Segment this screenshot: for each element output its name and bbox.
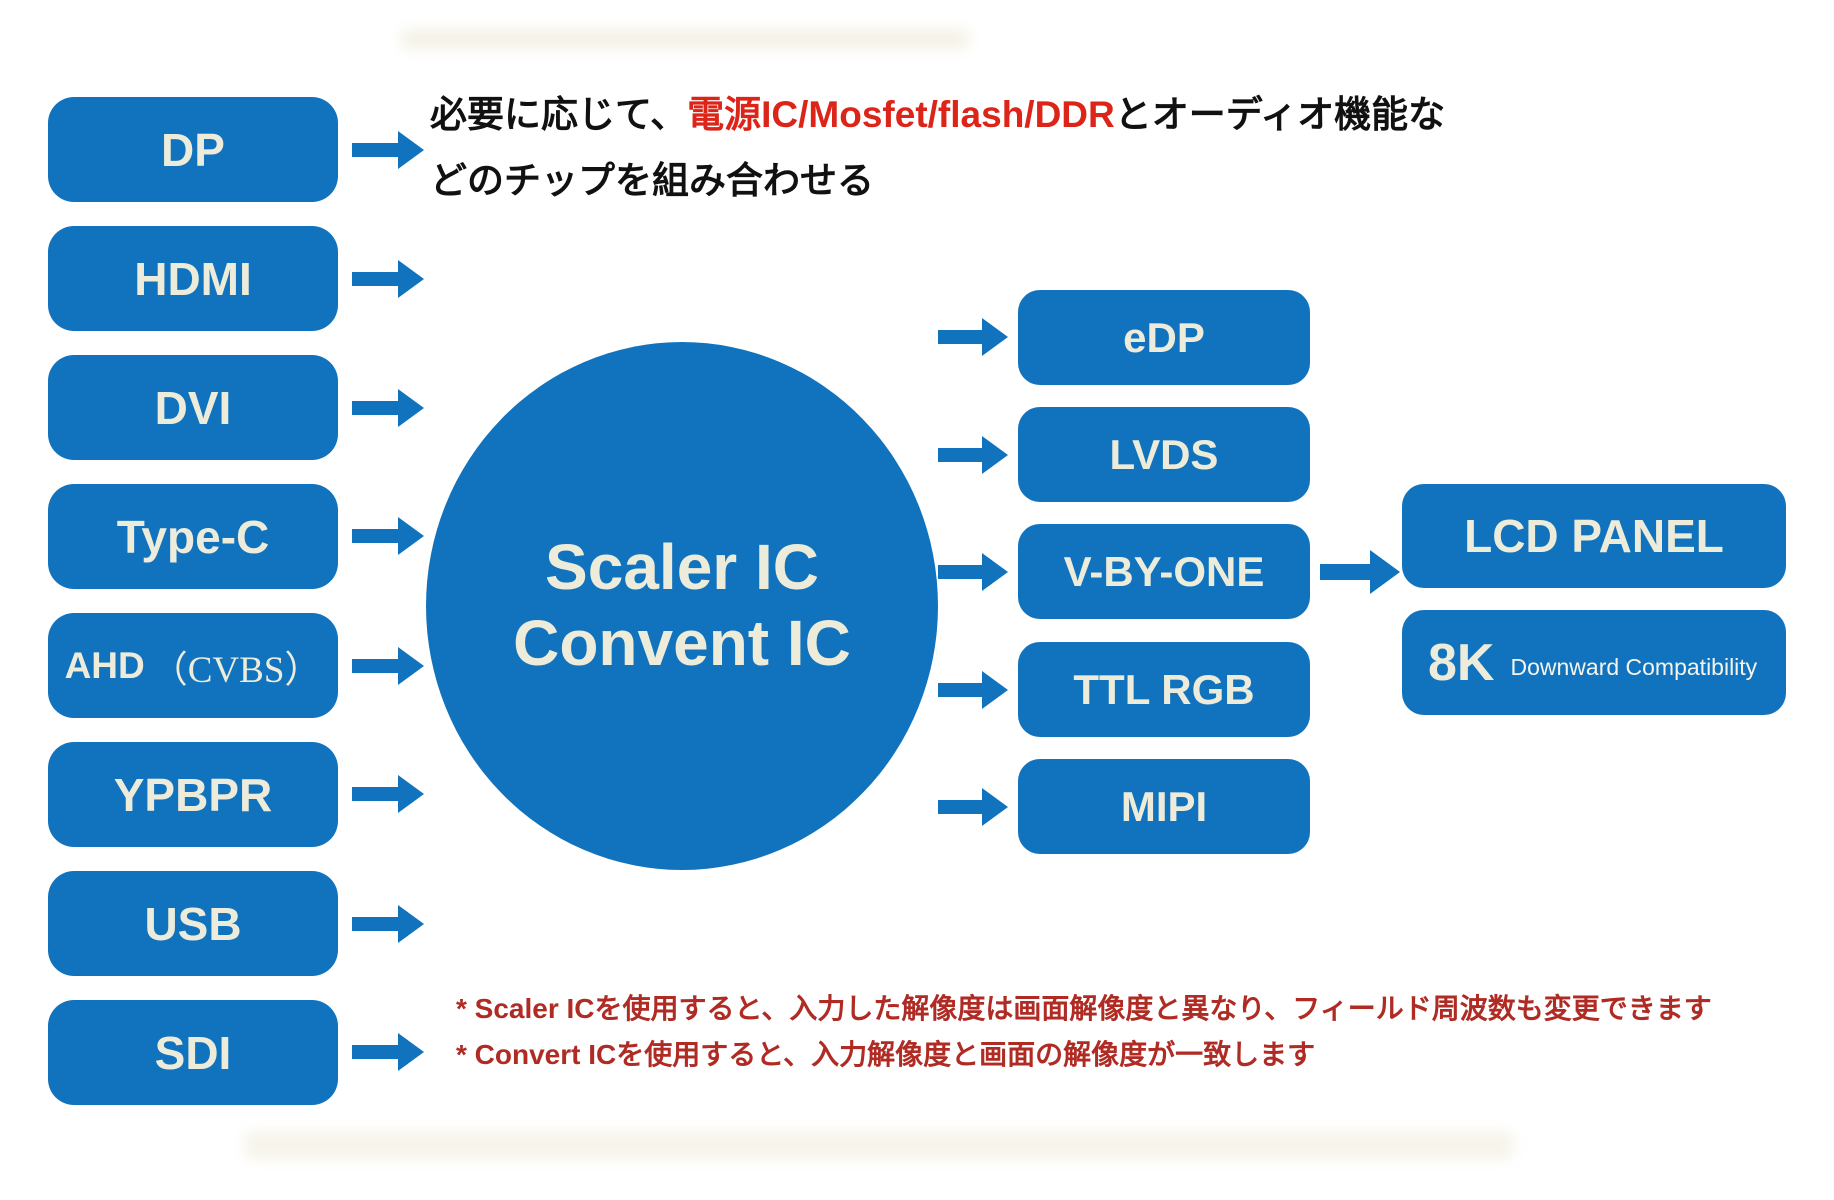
top-note-line2: どのチップを組み合わせる (430, 160, 874, 201)
top-note-black1: 必要に応じて、 (430, 94, 688, 135)
input-label: DVI (154, 381, 232, 434)
footnotes: * Scaler ICを使用すると、入力した解像度は画面解像度と異なり、フィール… (456, 986, 1712, 1078)
arrow-vbyone-to-panel-icon (1320, 550, 1400, 594)
output-box-mipi: MIPI (1018, 759, 1310, 854)
input-box-dvi: DVI (48, 355, 338, 460)
watermark-smudge-top (400, 28, 970, 50)
input-box-dp: DP (48, 97, 338, 202)
arrow-usb-right-icon (352, 904, 424, 944)
input-box-usb: USB (48, 871, 338, 976)
watermark-smudge-bottom (244, 1130, 1514, 1160)
arrow-to-vbyone-icon (938, 552, 1008, 592)
top-note-black2: とオーディオ機能な (1114, 94, 1446, 135)
output-label: MIPI (1120, 782, 1208, 830)
arrow-to-ttlrgb-icon (938, 670, 1008, 710)
arrow-dp-right-icon (352, 130, 424, 170)
output-box-vbyone: V-BY-ONE (1018, 524, 1310, 619)
footnote-convert-ic: * Convert ICを使用すると、入力解像度と画面の解像度が一致します (456, 1039, 1316, 1070)
input-box-ypbpr: YPBPR (48, 742, 338, 847)
8k-label: 8K (1428, 633, 1495, 692)
output-box-edp: eDP (1018, 290, 1310, 385)
top-note-line1: 必要に応じて、電源IC/Mosfet/flash/DDRとオーディオ機能な (430, 82, 1445, 148)
lcd-panel-box: LCD PANEL (1402, 484, 1786, 588)
arrow-typec-right-icon (352, 516, 424, 556)
scaler-convert-ic-node: Scaler IC Convent IC (426, 342, 938, 870)
arrow-hdmi-right-icon (352, 259, 424, 299)
footnote-scaler-ic: * Scaler ICを使用すると、入力した解像度は画面解像度と異なり、フィール… (456, 993, 1712, 1024)
arrow-to-mipi-icon (938, 787, 1008, 827)
output-label: eDP (1123, 313, 1205, 361)
input-box-ahd-cvbs: AHD（CVBS） (48, 613, 338, 718)
top-note: 必要に応じて、電源IC/Mosfet/flash/DDRとオーディオ機能な どの… (430, 82, 1445, 214)
top-note-red: 電源IC/Mosfet/flash/DDR (687, 94, 1115, 135)
arrow-dvi-right-icon (352, 388, 424, 428)
input-box-hdmi: HDMI (48, 226, 338, 331)
input-label-paren: （CVBS） (150, 649, 322, 691)
input-label: HDMI (134, 252, 252, 305)
input-box-typec: Type-C (48, 484, 338, 589)
output-label: V-BY-ONE (1063, 547, 1265, 595)
input-label: SDI (154, 1026, 232, 1079)
8k-sub-label: Downward Compatibility (1510, 654, 1758, 680)
output-label: TTL RGB (1073, 665, 1255, 713)
arrow-sdi-right-icon (352, 1032, 424, 1072)
input-label: YPBPR (113, 768, 273, 821)
output-box-lvds: LVDS (1018, 407, 1310, 502)
center-label-line2: Convent IC (513, 607, 851, 679)
output-label: LVDS (1109, 430, 1219, 478)
input-label: AHD (64, 644, 145, 686)
lcd-panel-label: LCD PANEL (1464, 510, 1724, 562)
arrow-ypbpr-right-icon (352, 774, 424, 814)
arrow-ahd-right-icon (352, 646, 424, 686)
input-label: DP (161, 123, 225, 176)
input-box-sdi: SDI (48, 1000, 338, 1105)
8k-compat-box: 8K Downward Compatibility (1402, 610, 1786, 715)
arrow-to-edp-icon (938, 317, 1008, 357)
input-label: USB (144, 897, 242, 950)
arrow-to-lvds-icon (938, 435, 1008, 475)
center-label-line1: Scaler IC (545, 531, 819, 604)
input-label: Type-C (116, 510, 270, 563)
output-box-ttlrgb: TTL RGB (1018, 642, 1310, 737)
